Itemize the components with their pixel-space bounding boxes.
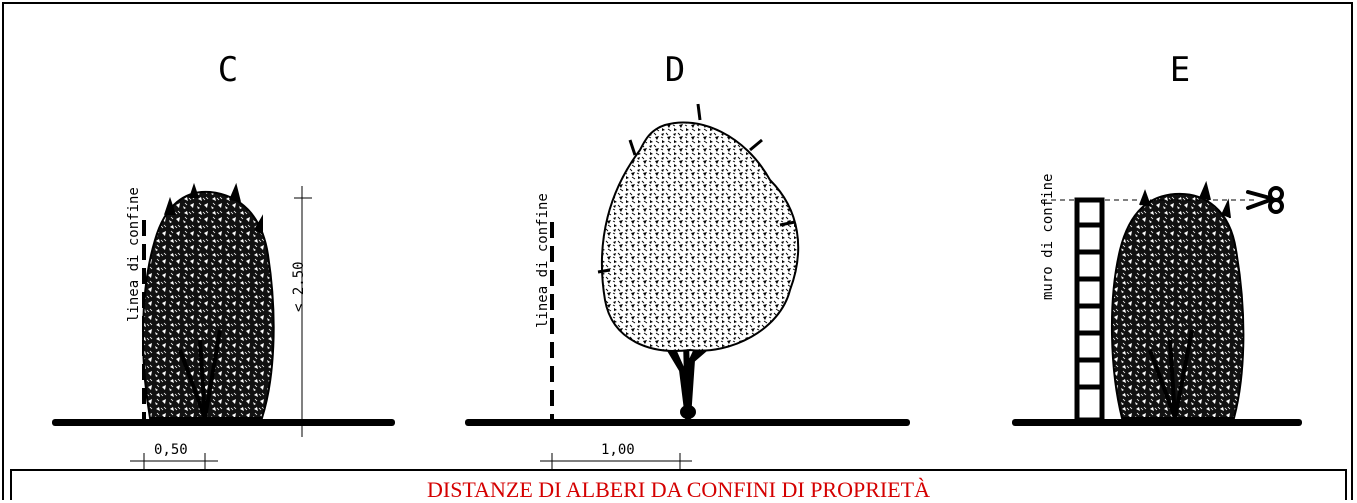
panel-d-tree [597,103,800,421]
panel-e-letter: E [1169,50,1191,90]
panel-d-letter: D [664,50,686,90]
panel-c-distance-label: 0,50 [154,442,188,458]
panel-d-distance-label: 1,00 [601,442,635,458]
panel-e-hedge [1110,180,1245,419]
panel-c-letter: C [217,50,239,90]
panel-e-drawing [1012,180,1302,426]
panel-c-ground-line [52,419,395,426]
scissors-icon [1246,186,1284,214]
panel-d-drawing [465,103,910,469]
panel-e-boundary-label: muro di confine [1040,173,1056,300]
panel-c-drawing [52,182,395,469]
panel-c-height-label: < 2.50 [291,261,307,312]
panel-c-boundary-label: linea di confine [126,187,142,322]
panel-d-boundary-label: linea di confine [535,193,551,328]
panel-d-ground-line [465,419,910,426]
figure-caption: DISTANZE DI ALBERI DA CONFINI DI PROPRIE… [426,477,930,502]
panel-e-ground-line [1012,419,1302,426]
caption-box: DISTANZE DI ALBERI DA CONFINI DI PROPRIE… [10,469,1347,502]
panel-c-hedge [142,182,275,419]
panel-e-boundary-wall [1074,197,1105,423]
